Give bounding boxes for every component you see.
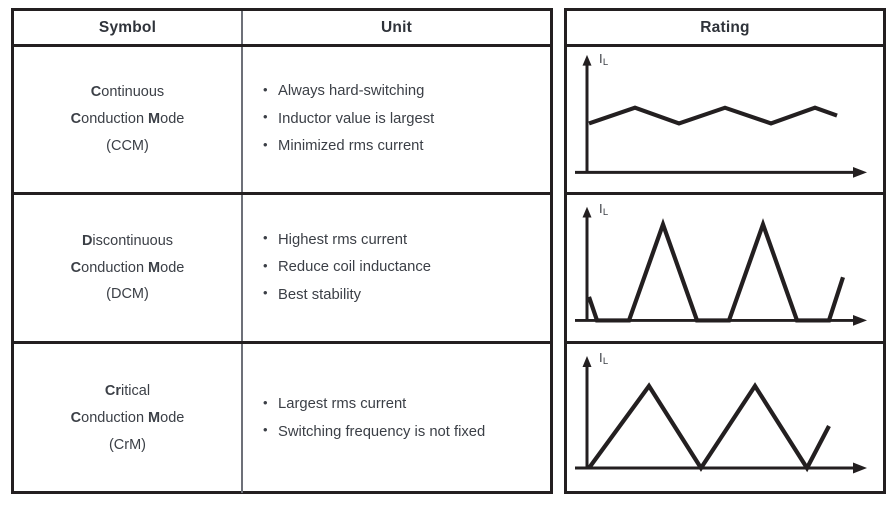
list-item: Best stability	[263, 281, 431, 309]
mode-initial-3: M	[148, 259, 161, 276]
bullet-list-crm: Largest rms current Switching frequency …	[263, 391, 485, 446]
mode-abbrev-crm: (CrM)	[108, 436, 147, 453]
rating-table: Rating IL IL	[564, 8, 886, 494]
unit-cell-crm: Largest rms current Switching frequency …	[243, 344, 550, 493]
list-item: Switching frequency is not fixed	[263, 418, 485, 446]
mode-initial: Cr	[104, 383, 122, 400]
rating-cell-dcm: IL	[567, 195, 883, 344]
x-axis-arrow-icon	[853, 167, 867, 178]
list-item: Highest rms current	[263, 226, 431, 254]
mode-initial-2: C	[70, 111, 82, 128]
mode-line1-rest: ontinuous	[101, 84, 165, 101]
mode-abbrev-ccm: (CCM)	[106, 137, 149, 154]
column-header-rating: Rating	[700, 18, 750, 36]
mode-line1-rest: iscontinuous	[92, 232, 174, 249]
mode-abbrev-dcm: (DCM)	[106, 286, 149, 303]
dcm-current-trace	[587, 218, 846, 323]
x-axis-arrow-icon	[853, 462, 867, 474]
mode-initial-3: M	[148, 410, 161, 427]
column-header-unit-cell: Unit	[243, 11, 550, 44]
mode-name-crm: Critical Conduction Mode (CrM)	[71, 378, 185, 458]
axis-label-il-dcm: IL	[599, 201, 609, 219]
symbol-cell-dcm: Discontinuous Conduction Mode (DCM)	[14, 195, 243, 341]
mode-line2-rest-a: onduction	[81, 111, 149, 128]
mode-initial-3: M	[148, 111, 161, 128]
table-header-row: Symbol Unit	[14, 11, 550, 47]
table-row: Discontinuous Conduction Mode (DCM) High…	[14, 195, 550, 344]
list-item: Minimized rms current	[263, 133, 434, 160]
unit-cell-ccm: Always hard-switching Inductor value is …	[243, 47, 550, 192]
column-header-symbol-cell: Symbol	[14, 11, 243, 44]
symbol-unit-table: Symbol Unit Continuous Conduction Mode (…	[11, 8, 553, 494]
list-item: Inductor value is largest	[263, 105, 434, 133]
mode-name-ccm: Continuous Conduction Mode (CCM)	[71, 79, 185, 159]
mode-initial: C	[90, 84, 102, 101]
column-header-unit: Unit	[381, 18, 412, 36]
mode-line1-rest: itical	[121, 383, 151, 400]
table-row: Critical Conduction Mode (CrM) Largest r…	[14, 344, 550, 493]
y-axis-arrow-icon	[582, 356, 592, 367]
mode-line2-rest-a: onduction	[81, 410, 149, 427]
axis-label-il-ccm: IL	[599, 51, 609, 69]
bullet-list-dcm: Highest rms current Reduce coil inductan…	[263, 226, 431, 309]
mode-line2-rest-b: ode	[160, 410, 185, 427]
x-axis-arrow-icon	[853, 315, 867, 326]
symbol-cell-crm: Critical Conduction Mode (CrM)	[14, 344, 243, 493]
list-item: Always hard-switching	[263, 78, 434, 105]
list-item: Reduce coil inductance	[263, 254, 431, 281]
dcm-waveform-chart	[575, 206, 867, 326]
mode-initial-2: C	[70, 410, 82, 427]
table-header-row-rating: Rating	[567, 11, 883, 47]
mode-line2-rest-b: ode	[160, 259, 185, 276]
rating-cell-ccm: IL	[567, 47, 883, 195]
mode-name-dcm: Discontinuous Conduction Mode (DCM)	[71, 228, 185, 308]
axis-label-il-crm: IL	[599, 350, 609, 368]
mode-line2-rest-a: onduction	[81, 259, 149, 276]
mode-initial: D	[81, 232, 93, 249]
mode-line2-rest-b: ode	[160, 111, 185, 128]
bullet-list-ccm: Always hard-switching Inductor value is …	[263, 78, 434, 160]
rating-cell-crm: IL	[567, 344, 883, 493]
crm-waveform-chart	[575, 356, 867, 474]
y-axis-arrow-icon	[582, 206, 592, 218]
mode-initial-2: C	[70, 259, 82, 276]
ccm-waveform-chart	[575, 54, 867, 178]
column-header-symbol: Symbol	[98, 18, 157, 36]
list-item: Largest rms current	[263, 391, 485, 418]
crm-current-trace	[587, 382, 831, 473]
unit-cell-dcm: Highest rms current Reduce coil inductan…	[243, 195, 550, 341]
y-axis-arrow-icon	[582, 54, 592, 66]
table-row: Continuous Conduction Mode (CCM) Always …	[14, 47, 550, 195]
symbol-cell-ccm: Continuous Conduction Mode (CCM)	[14, 47, 243, 192]
ccm-current-trace	[588, 105, 838, 126]
